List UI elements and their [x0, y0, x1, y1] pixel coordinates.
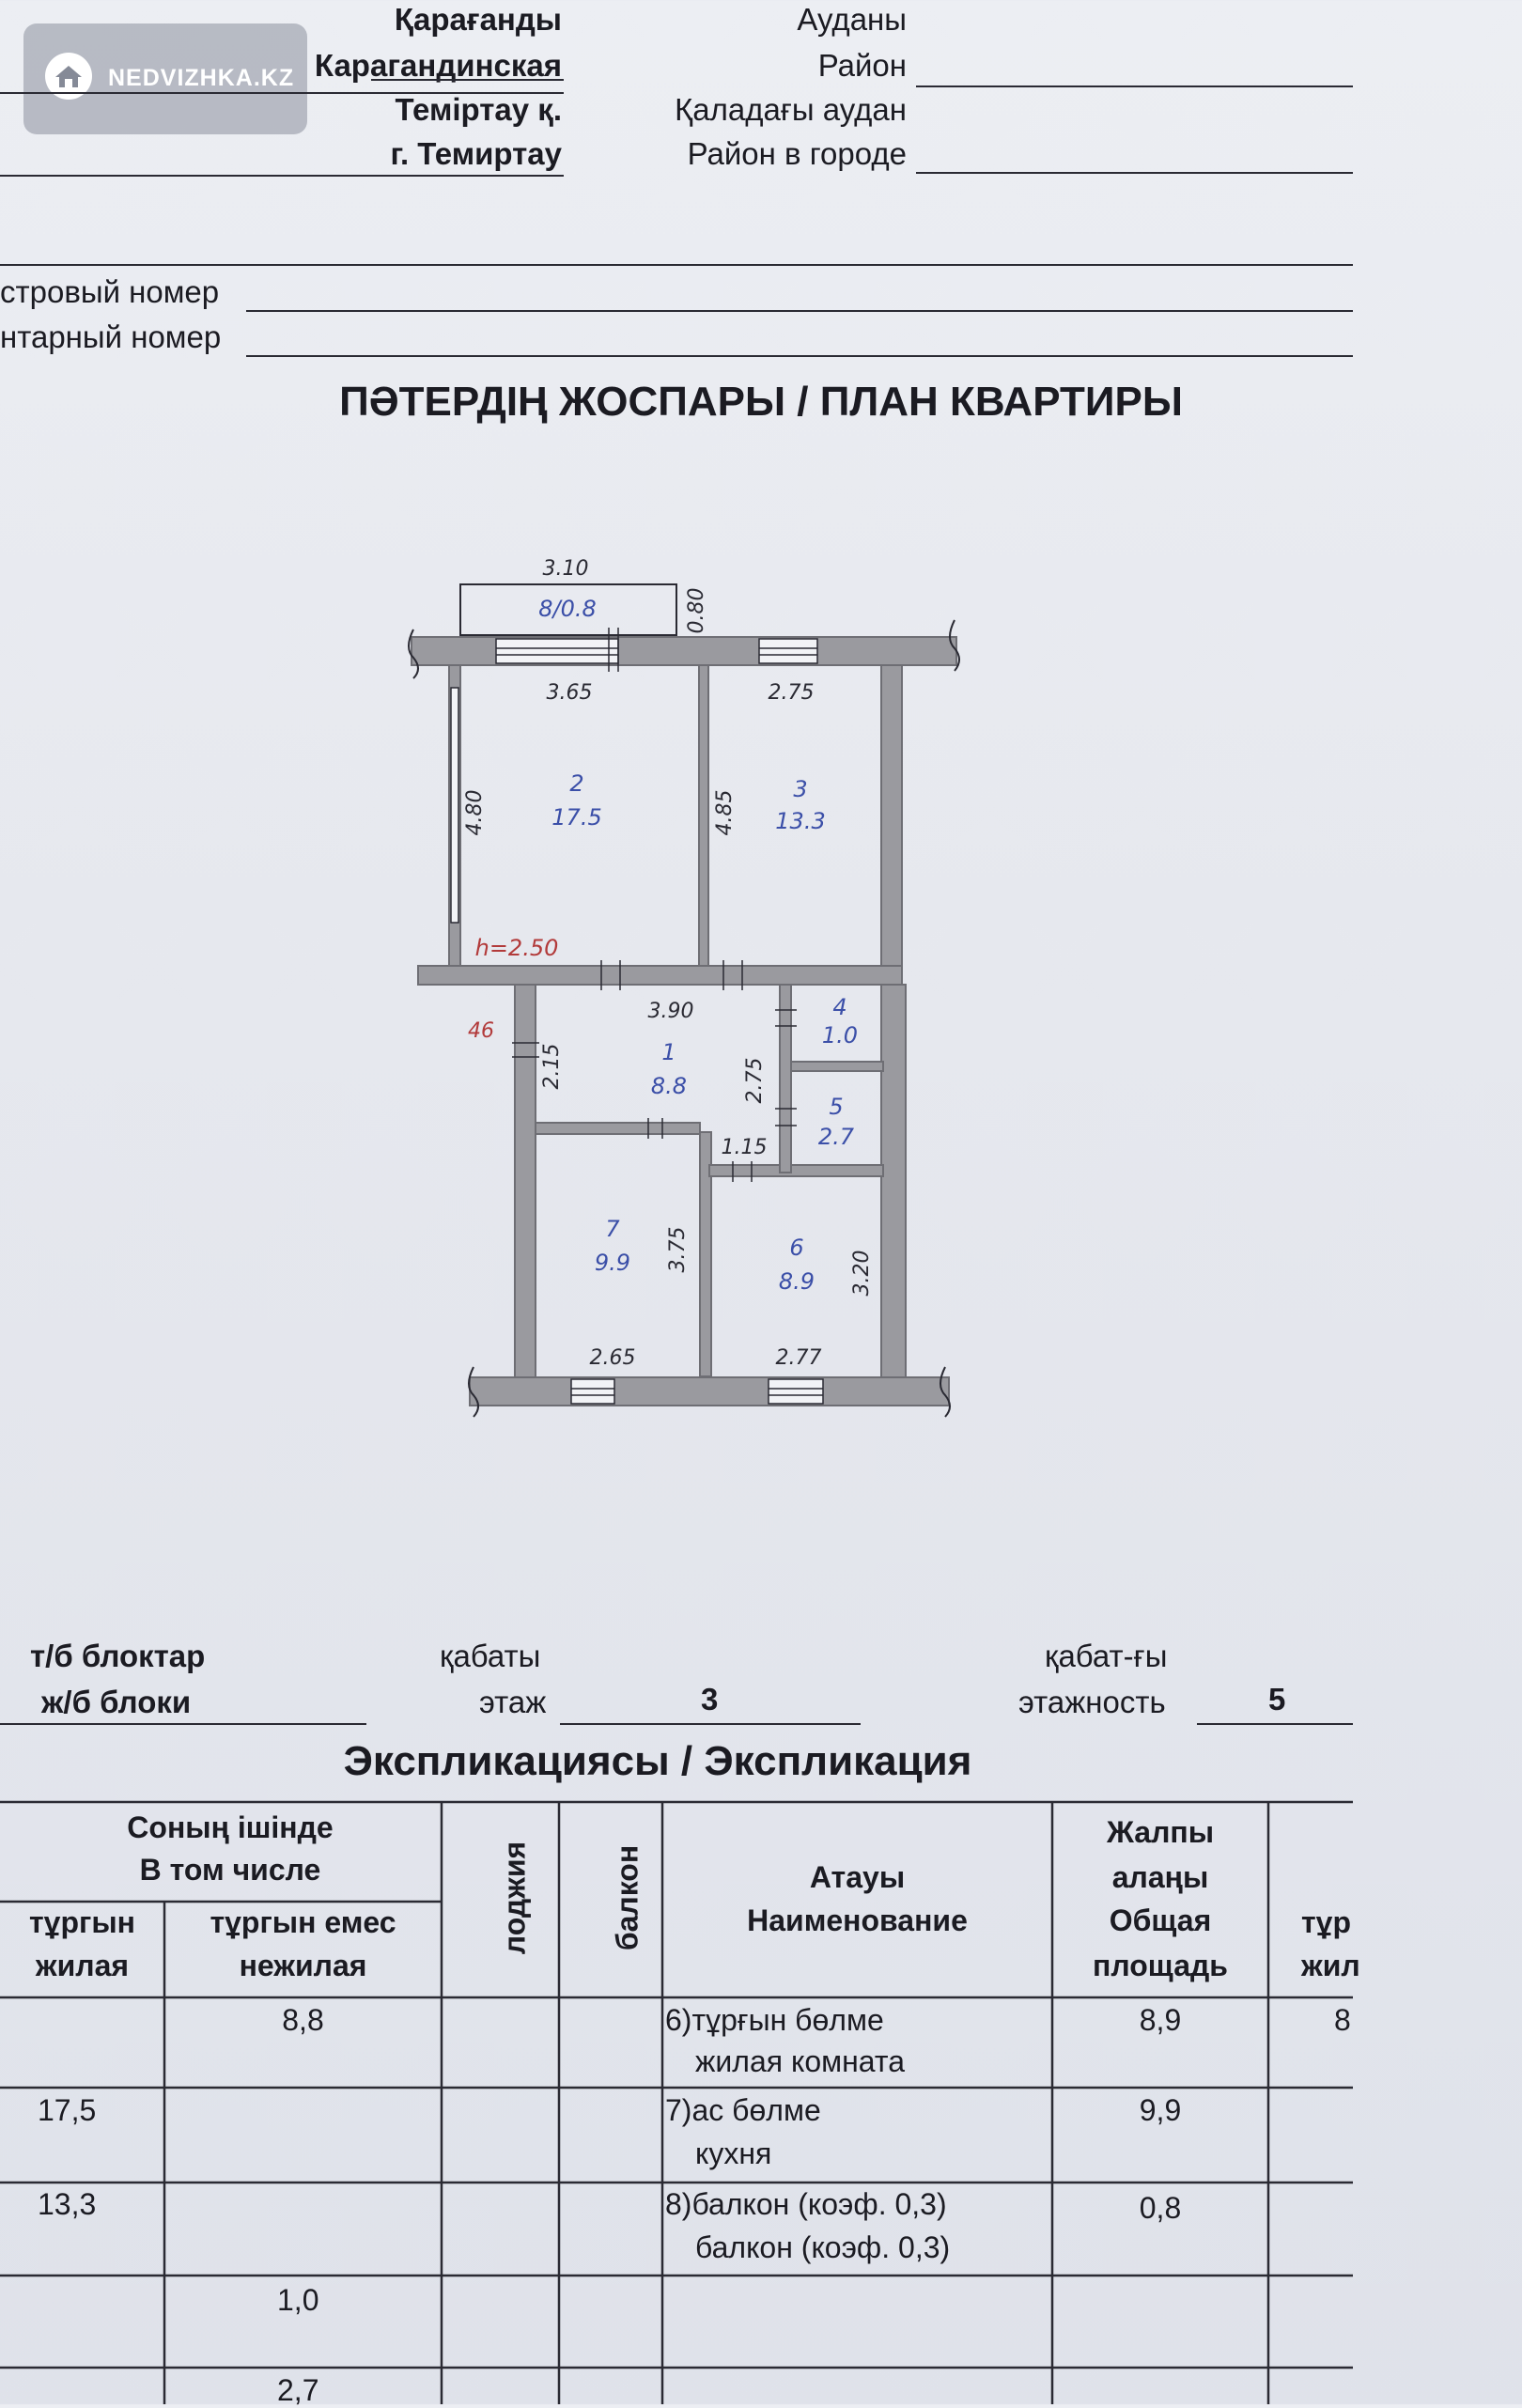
row1-name-ru: жилая комната — [695, 2044, 905, 2078]
room-6-area: 8.9 — [779, 1268, 815, 1295]
room-2-number: 2 — [569, 770, 583, 797]
explication-title: Экспликациясы / Экспликация — [343, 1738, 972, 1784]
city-district-line — [916, 172, 1353, 174]
dim-hall-width: 3.90 — [648, 1000, 694, 1023]
row1-total: 8,9 — [1139, 2003, 1182, 2037]
region-ru-underline — [371, 79, 564, 81]
room-5-number: 5 — [829, 1094, 843, 1120]
separator-line — [0, 264, 1353, 266]
room-6-number: 6 — [789, 1235, 803, 1261]
row3-total: 0,8 — [1139, 2191, 1182, 2225]
room-3-area: 13.3 — [775, 808, 825, 834]
ceiling-height: h=2.50 — [475, 935, 559, 961]
room-4-number: 4 — [832, 994, 846, 1020]
header-living-ru: жилая — [35, 1949, 130, 1982]
row2-living: 17,5 — [38, 2093, 97, 2127]
row3-name-kz: 8)балкон (коэф. 0,3) — [665, 2187, 947, 2221]
cadastral-line — [246, 310, 1353, 312]
dim-hall-right: 2.75 — [743, 1058, 767, 1104]
cadastral-label: стровый номер — [0, 274, 220, 309]
header-total-1: Жалпы — [1106, 1815, 1215, 1849]
district-ru-label: Район — [817, 48, 907, 83]
city-district-kz-label: Қаладағы аудан — [675, 92, 907, 127]
material-kz: т/б блоктар — [30, 1639, 206, 1673]
row2-total: 9,9 — [1139, 2093, 1182, 2127]
dim-room2-width: 3.65 — [547, 681, 593, 705]
header-including-ru: В том числе — [139, 1853, 321, 1887]
row2-name-ru: кухня — [695, 2136, 772, 2170]
room-4-area: 1.0 — [822, 1022, 858, 1049]
dim-hall-left: 2.15 — [540, 1044, 564, 1090]
city-district-ru-label: Район в городе — [687, 136, 907, 171]
header-loggia: лоджия — [497, 1841, 532, 1955]
wall-label: 46 — [468, 1019, 494, 1043]
floor-plan: 3.10 8/0.8 0.80 3.65 2.75 4.80 4.85 3.90… — [408, 557, 960, 1418]
header-total-3: Общая — [1109, 1903, 1212, 1937]
row4-nonliving: 1,0 — [277, 2283, 319, 2317]
row2-name-kz: 7)ас бөлме — [665, 2093, 821, 2127]
balcony-area: 8/0.8 — [538, 596, 597, 622]
city-underline — [0, 175, 564, 177]
room-7-area: 9.9 — [595, 1250, 630, 1276]
dim-room7-width: 2.65 — [590, 1346, 636, 1370]
dim-room2-depth: 4.80 — [463, 790, 487, 836]
district-line — [916, 85, 1353, 87]
watermark-text: NEDVIZHKA.KZ — [108, 65, 295, 91]
floor-kz-label: қабаты — [440, 1639, 541, 1673]
floor-value: 3 — [701, 1682, 719, 1717]
header-nonliving-ru: нежилая — [239, 1949, 367, 1982]
dim-room6-width: 2.77 — [776, 1346, 822, 1370]
floors-kz-label: қабат-ғы — [1045, 1639, 1168, 1673]
material-line — [0, 1723, 366, 1725]
floor-line — [560, 1723, 861, 1725]
balcony-width: 3.10 — [543, 557, 589, 581]
header-next-col-2: жил — [1301, 1949, 1360, 1982]
header-next-col-1: тұр — [1301, 1905, 1352, 1939]
room-1-area: 8.8 — [651, 1073, 687, 1099]
room-3-number: 3 — [793, 776, 807, 802]
header-name-ru: Наименование — [747, 1903, 968, 1937]
floors-ru-label: этажность — [1018, 1685, 1166, 1719]
floors-value: 5 — [1268, 1682, 1286, 1717]
region-underline — [0, 92, 564, 94]
dim-room3-width: 2.75 — [769, 681, 815, 705]
row5-nonliving: 2,7 — [277, 2373, 319, 2407]
header-balcony: балкон — [610, 1844, 645, 1951]
dim-room7-depth: 3.75 — [666, 1227, 690, 1273]
plan-title: ПӘТЕРДІҢ ЖОСПАРЫ / ПЛАН КВАРТИРЫ — [339, 379, 1183, 425]
dim-room3-depth: 4.85 — [713, 790, 737, 836]
header-nonliving-kz: тұргын емес — [210, 1905, 396, 1939]
dim-room6-depth: 3.20 — [850, 1251, 874, 1297]
row3-name-ru: балкон (коэф. 0,3) — [695, 2230, 951, 2264]
room-1-number: 1 — [661, 1039, 676, 1065]
city-kz: Теміртау қ. — [395, 92, 562, 127]
floors-line — [1197, 1723, 1353, 1725]
header-total-4: площадь — [1093, 1949, 1228, 1982]
inventory-label: нтарный номер — [0, 319, 222, 354]
room-7-number: 7 — [605, 1216, 620, 1242]
room-2-area: 17.5 — [551, 804, 601, 831]
header-total-2: алаңы — [1111, 1860, 1209, 1894]
row1-name-kz: 6)тұрғын бөлме — [665, 2003, 884, 2037]
row1-next: 8 — [1334, 2003, 1351, 2037]
watermark-badge: NEDVIZHKA.KZ — [23, 23, 307, 134]
district-kz-label: Ауданы — [797, 2, 907, 37]
header-including-kz: Соның ішінде — [127, 1810, 334, 1844]
row3-living: 13,3 — [38, 2187, 97, 2221]
explication-table-grid — [0, 1800, 1353, 2404]
header-living-kz: тұргын — [29, 1905, 135, 1939]
inventory-line — [246, 355, 1353, 357]
floor-ru-label: этаж — [479, 1685, 547, 1719]
balcony-depth: 0.80 — [685, 588, 708, 634]
region-kz: Қарағанды — [394, 2, 562, 37]
material-ru: ж/б блоки — [41, 1685, 192, 1719]
house-icon — [45, 53, 92, 100]
dim-hall-small: 1.15 — [722, 1136, 768, 1159]
header-name-kz: Атауы — [809, 1860, 906, 1894]
row1-nonliving: 8,8 — [282, 2003, 324, 2037]
region-ru: Карагандинская — [314, 48, 562, 83]
city-ru: г. Темиртау — [390, 136, 563, 171]
room-5-area: 2.7 — [818, 1124, 855, 1150]
